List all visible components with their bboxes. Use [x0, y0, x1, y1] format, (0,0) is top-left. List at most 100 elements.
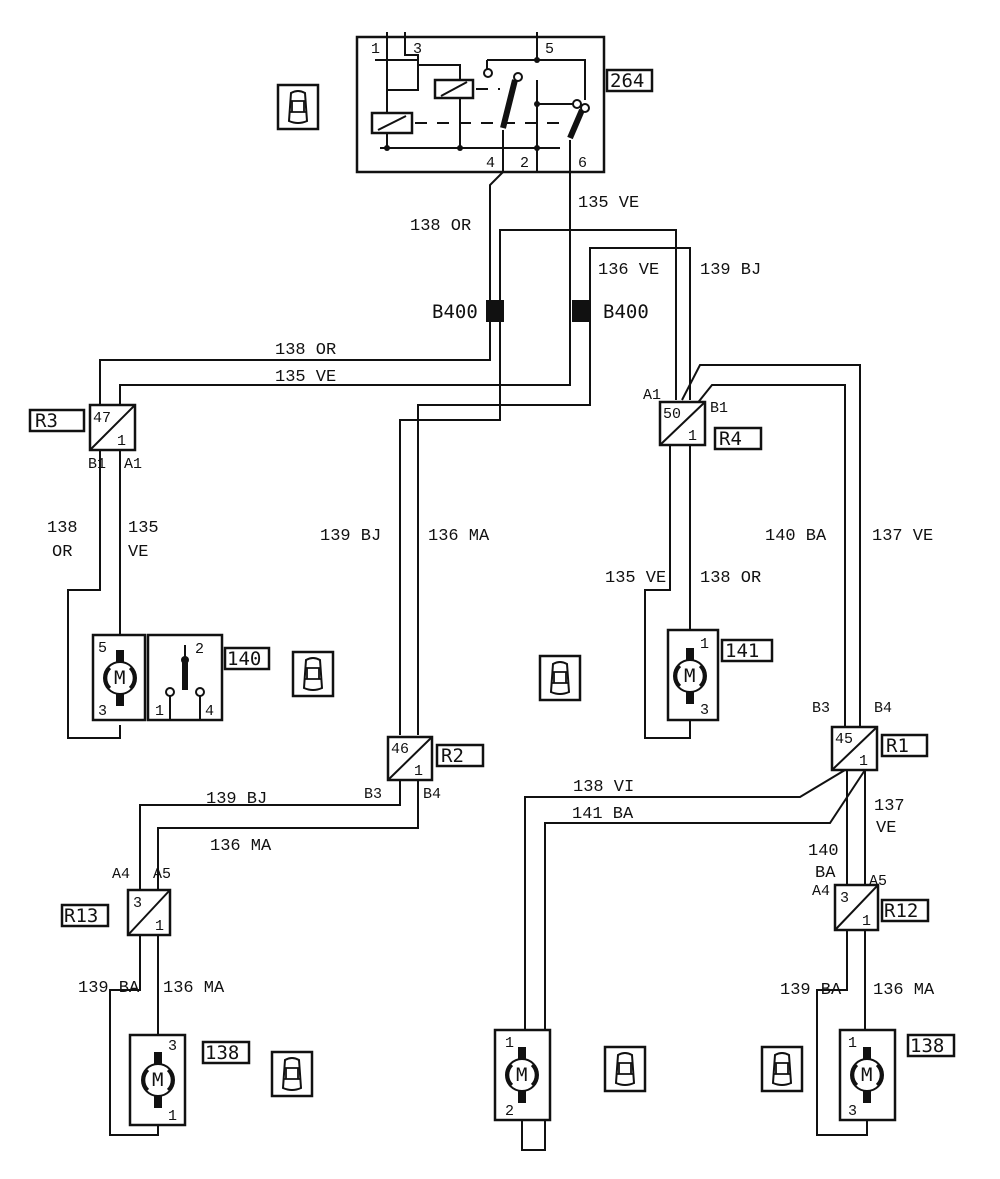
junction-r3: 47 1 R3 B1 A1: [28, 403, 142, 473]
motor-symbol: M: [684, 665, 695, 687]
relay-264: 1 3 5 4 2 6: [355, 32, 606, 174]
pin-label: B4: [423, 786, 441, 803]
junction-r12: 3 1 R12 A4 A5: [812, 873, 930, 932]
wire-label: 137: [874, 797, 905, 816]
junction-id: R4: [719, 428, 742, 450]
wires: [67, 171, 868, 1151]
pin-label: 1: [155, 703, 164, 720]
junction-id: R13: [64, 905, 98, 927]
wire-label: 138 VI: [573, 778, 634, 797]
wire-label: 136 MA: [210, 837, 272, 856]
pin-label: A1: [124, 456, 142, 473]
wire-label: 136 MA: [163, 979, 225, 998]
pin-label: 4: [205, 703, 214, 720]
wire-label: 139 BA: [780, 981, 842, 1000]
junction-number: 50: [663, 406, 681, 423]
junction-id: R12: [884, 900, 918, 922]
junction-number: 1: [688, 428, 697, 445]
wire-label: 138 OR: [410, 217, 471, 236]
wire-label: 141 BA: [572, 805, 634, 824]
wire-label: VE: [876, 819, 896, 838]
pin-label: 6: [578, 155, 587, 172]
pin-label: 3: [413, 41, 422, 58]
junction-number: 3: [840, 890, 849, 907]
pin-label: 4: [486, 155, 495, 172]
motor-138-left: M 3 1 138: [128, 1033, 251, 1127]
wire-label: 139 BA: [78, 979, 140, 998]
wire-label: VE: [128, 543, 148, 562]
car-door-icon: [538, 654, 582, 702]
connector-label: B400: [432, 301, 478, 323]
pin-label: 1: [700, 636, 709, 653]
motor-symbol: M: [861, 1064, 872, 1086]
wire-label: 140 BA: [765, 527, 827, 546]
relay-id-label: 264: [610, 70, 644, 92]
motor-symbol: M: [152, 1069, 163, 1091]
pin-label: 3: [98, 703, 107, 720]
junction-id: R2: [441, 745, 464, 767]
motor-141: M 1 3 141: [666, 628, 774, 722]
wire-label: 138 OR: [275, 341, 336, 360]
connector-b400-left: [486, 300, 504, 322]
wire-label: 135 VE: [605, 569, 666, 588]
junction-number: 1: [117, 433, 126, 450]
wire-label: 136 MA: [873, 981, 935, 1000]
wire-label: 140: [808, 842, 839, 861]
pin-label: 1: [505, 1035, 514, 1052]
pin-label: 3: [848, 1103, 857, 1120]
junction-number: 1: [155, 918, 164, 935]
connector-label: B400: [603, 301, 649, 323]
junction-number: 46: [391, 741, 409, 758]
junction-number: 3: [133, 895, 142, 912]
junction-number: 45: [835, 731, 853, 748]
component-id: 141: [725, 640, 759, 662]
component-id: 138: [910, 1035, 944, 1057]
pin-label: 1: [848, 1035, 857, 1052]
component-id: 138: [205, 1042, 239, 1064]
pin-label: A5: [153, 866, 171, 883]
junction-r4: 50 1 R4 A1 B1: [643, 387, 763, 451]
car-door-icon: [760, 1045, 804, 1093]
pin-label: 2: [520, 155, 529, 172]
pin-label: A4: [812, 883, 830, 900]
motor-138-right: M 1 3 138: [838, 1028, 956, 1122]
wire-label: 135: [128, 519, 159, 538]
pin-label: A5: [869, 873, 887, 890]
car-door-icon: [603, 1045, 647, 1093]
motor-140: M 5 3 2 1 4 140: [91, 633, 271, 722]
car-door-icon: [276, 83, 320, 131]
wire-label: 135 VE: [578, 194, 639, 213]
motor-symbol: M: [516, 1064, 527, 1086]
wire-label: 138 OR: [700, 569, 761, 588]
junction-id: R3: [35, 410, 58, 432]
pin-label: 2: [195, 641, 204, 658]
wire-labels: 138 OR 135 VE 136 VE 139 BJ 138 OR 135 V…: [47, 194, 935, 1000]
wire-label: 139 BJ: [320, 527, 381, 546]
pin-label: 3: [168, 1038, 177, 1055]
junction-number: 47: [93, 410, 111, 427]
pin-label: A1: [643, 387, 661, 404]
junction-r2: 46 1 R2 B3 B4: [364, 735, 485, 803]
connector-b400-right: [572, 300, 590, 322]
wire-label: 139 BJ: [206, 790, 267, 809]
pin-label: B4: [874, 700, 892, 717]
pin-label: 1: [168, 1108, 177, 1125]
pin-label: B1: [88, 456, 106, 473]
component-id: 140: [227, 648, 261, 670]
wire-label: 139 BJ: [700, 261, 761, 280]
junction-r1: 45 1 R1 B3 B4: [812, 700, 929, 772]
wire-label: 136 MA: [428, 527, 490, 546]
pin-label: B3: [812, 700, 830, 717]
pin-label: 1: [371, 41, 380, 58]
pin-label: A4: [112, 866, 130, 883]
pin-label: 3: [700, 702, 709, 719]
pin-label: B1: [710, 400, 728, 417]
car-door-icon: [270, 1050, 314, 1098]
junction-number: 1: [862, 913, 871, 930]
junction-r13: 3 1 R13 A4 A5: [60, 866, 172, 937]
junction-number: 1: [414, 763, 423, 780]
pin-label: 5: [545, 41, 554, 58]
wire-label: 136 VE: [598, 261, 659, 280]
wire-label: 138: [47, 519, 78, 538]
